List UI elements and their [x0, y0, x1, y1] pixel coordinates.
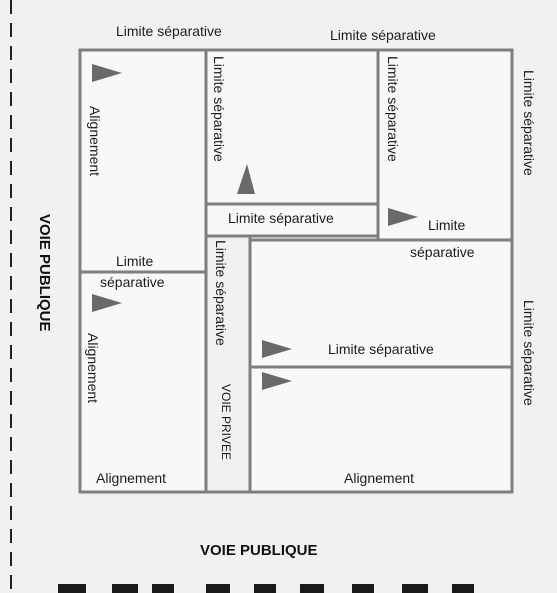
label-private-road-limit: Limite séparative	[213, 240, 229, 346]
label-plot6-bottom: Alignement	[344, 470, 414, 486]
cropped-heading	[254, 584, 276, 593]
label-far-right-lower: Limite séparative	[521, 300, 537, 406]
label-plot2-right: Limite séparative	[211, 56, 227, 162]
label-plot4-left: Alignement	[85, 333, 101, 403]
label-plot1-bottom: Limite	[116, 253, 154, 269]
arrow-icon	[388, 208, 418, 226]
cropped-heading	[206, 584, 230, 593]
arrow-icon	[262, 372, 292, 390]
cropped-heading	[300, 584, 324, 593]
cropped-heading	[402, 584, 428, 593]
cropped-heading	[112, 584, 138, 593]
label-mid-strip: Limite séparative	[228, 210, 334, 226]
plot-5	[248, 238, 514, 369]
plot-2	[204, 48, 380, 206]
label-plot3-separative: séparative	[410, 244, 475, 260]
label-far-right-upper: Limite séparative	[521, 70, 537, 176]
arrow-icon	[92, 64, 122, 82]
road-public-left: VOIE PUBLIQUE	[36, 214, 53, 332]
cropped-heading	[352, 584, 374, 593]
cropped-heading	[152, 584, 174, 593]
label-plot3-limite: Limite	[428, 217, 466, 233]
label-plot3-left: Limite séparative	[385, 56, 401, 162]
cropped-heading	[58, 584, 86, 593]
label-plot1-left: Alignement	[87, 106, 103, 176]
mid-strip	[204, 202, 380, 238]
cropped-heading	[452, 584, 474, 593]
private-road	[204, 234, 252, 494]
label-top-right: Limite séparative	[330, 27, 436, 43]
label-plot5-inner: Limite séparative	[328, 341, 434, 357]
plot-6	[248, 365, 514, 494]
plot-1	[78, 48, 208, 274]
label-plot4-top: séparative	[100, 274, 165, 290]
road-private: VOIE PRIVEE	[219, 384, 233, 460]
label-top-left: Limite séparative	[116, 23, 222, 39]
road-public-bottom: VOIE PUBLIQUE	[200, 542, 318, 559]
arrow-icon	[262, 340, 292, 358]
label-plot4-bottom: Alignement	[96, 470, 166, 486]
arrow-icon	[92, 294, 122, 312]
arrow-icon	[237, 164, 255, 194]
